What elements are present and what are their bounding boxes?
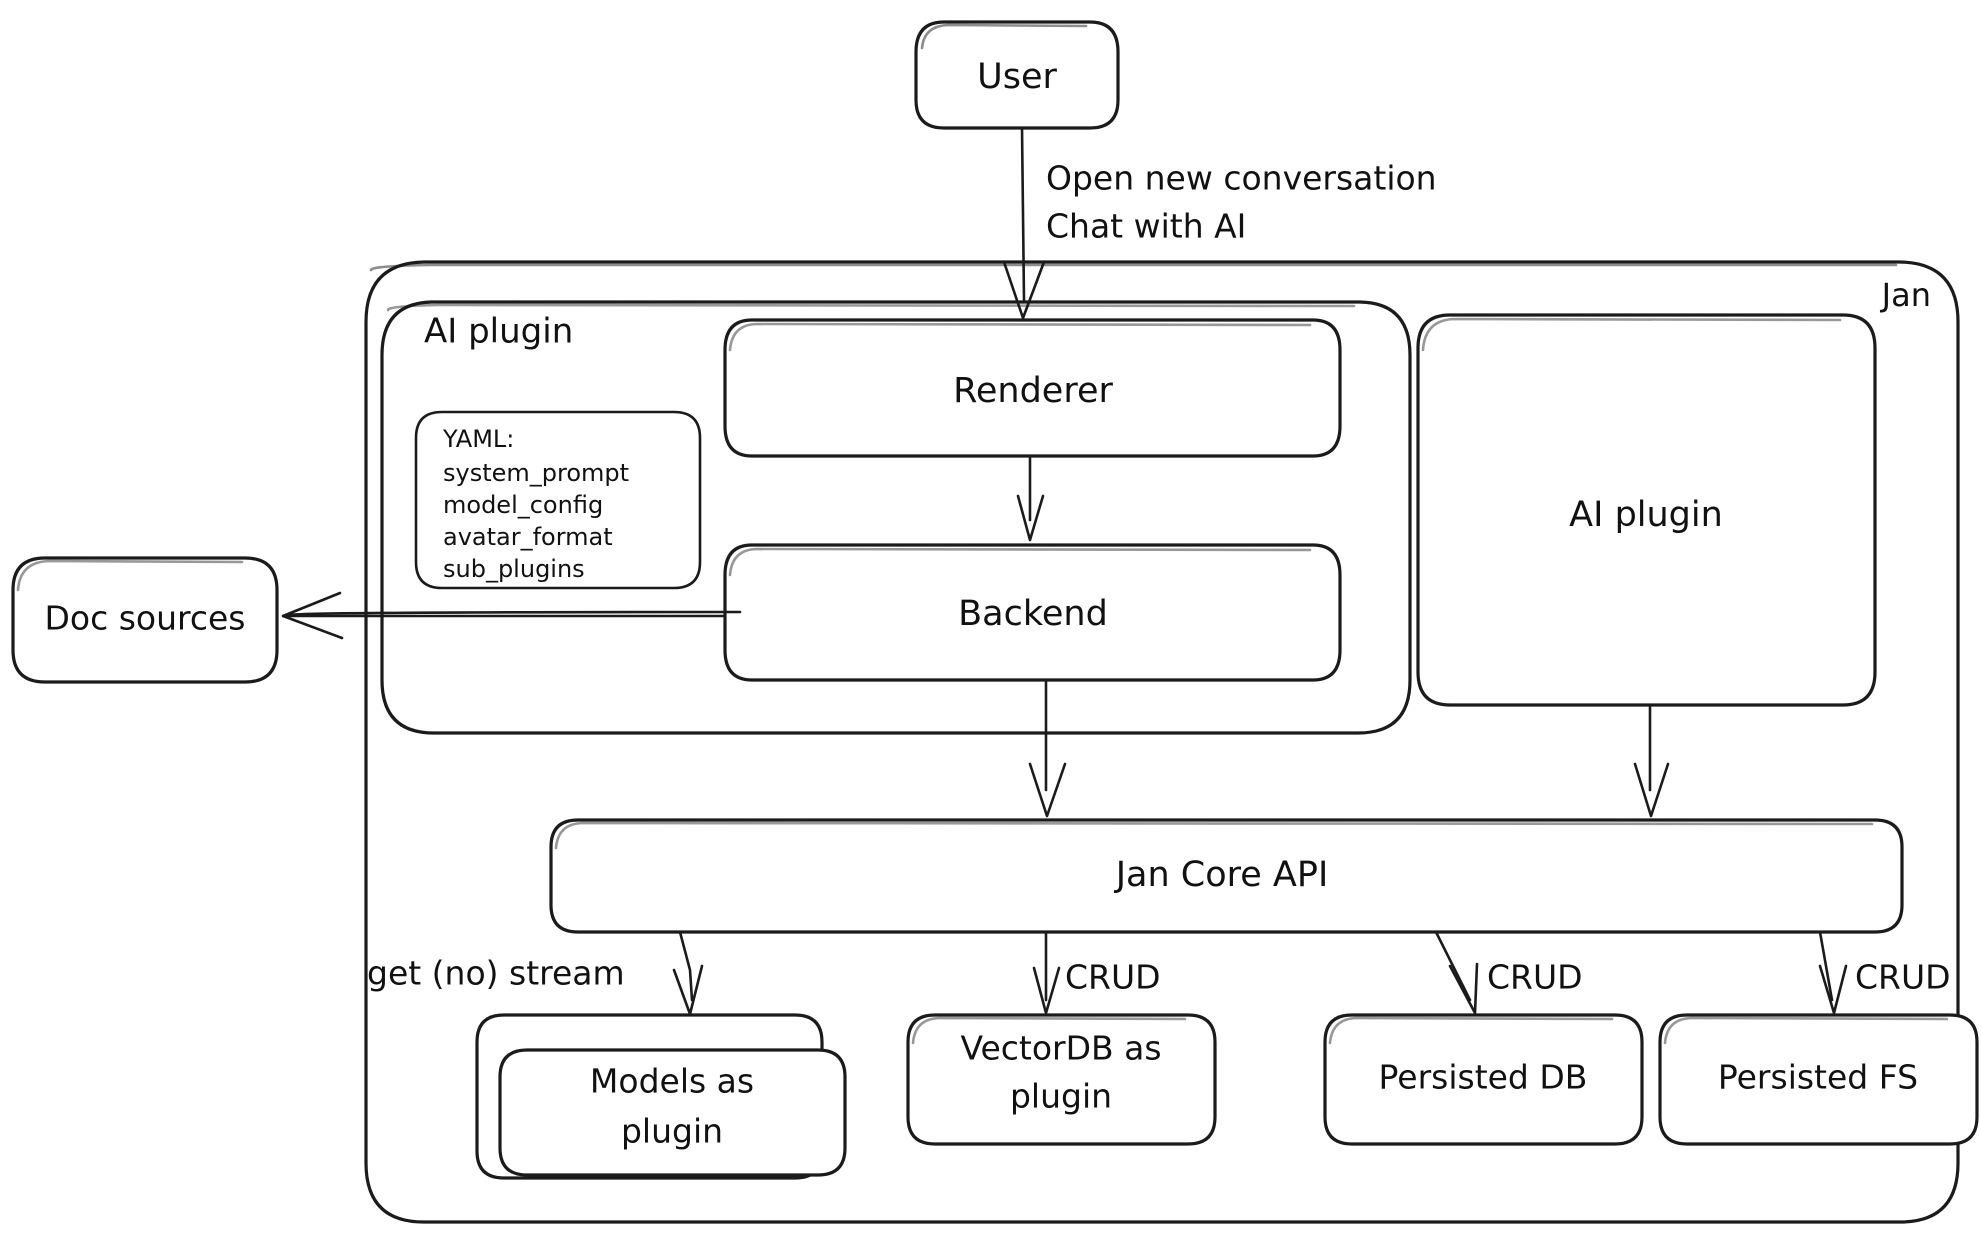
node-persisted-db-label: Persisted DB: [1379, 1058, 1588, 1097]
yaml-header: YAML:: [442, 425, 514, 453]
yaml-key-sub-plugins: sub_plugins: [443, 555, 585, 583]
node-jan-core-api-label: Jan Core API: [1114, 855, 1329, 895]
edge-label-chat-with-ai: Chat with AI: [1046, 207, 1246, 246]
card-yaml: [414, 410, 702, 590]
container-ai-plugin-group[interactable]: [380, 300, 1412, 735]
node-user[interactable]: [914, 20, 1120, 130]
node-models-plugin-label-line1: Models as: [590, 1062, 754, 1101]
node-backend[interactable]: [723, 543, 1342, 682]
node-persisted-fs[interactable]: [1658, 1013, 1979, 1146]
edge-core-api-to-persisted-db: [1434, 930, 1479, 1015]
node-ai-plugin-right-label: AI plugin: [1569, 495, 1723, 535]
container-ai-plugin-group-label: AI plugin: [424, 312, 573, 352]
node-renderer-label: Renderer: [953, 371, 1113, 411]
edge-label-crud-persisted-fs: CRUD: [1855, 958, 1951, 997]
edge-label-open-new-conversation: Open new conversation: [1046, 159, 1437, 198]
node-persisted-fs-label: Persisted FS: [1718, 1058, 1918, 1097]
edge-core-api-to-persisted-fs: [1818, 930, 1848, 1015]
edge-label-crud-persisted-db: CRUD: [1487, 958, 1583, 997]
node-vectordb-plugin[interactable]: [906, 1013, 1217, 1146]
edge-ai-plugin-to-core-api: [1633, 703, 1670, 818]
node-persisted-db[interactable]: [1323, 1013, 1644, 1146]
node-vectordb-plugin-label-line2: plugin: [1010, 1077, 1112, 1116]
yaml-key-system-prompt: system_prompt: [443, 459, 629, 487]
edge-label-get-no-stream: get (no) stream: [367, 954, 625, 993]
node-models-plugin[interactable]: [475, 1013, 847, 1180]
node-ai-plugin-right[interactable]: [1416, 313, 1877, 707]
edge-user-to-renderer: [1002, 126, 1046, 320]
node-doc-sources[interactable]: [11, 556, 279, 684]
edge-backend-to-doc-sources: [281, 591, 742, 640]
edge-backend-to-core-api: [1028, 678, 1067, 818]
edge-label-crud-vectordb: CRUD: [1065, 958, 1161, 997]
edge-core-api-to-vectordb: [1032, 930, 1061, 1015]
node-backend-label: Backend: [958, 594, 1108, 634]
edge-renderer-to-backend: [1016, 454, 1045, 542]
node-models-plugin-label-line2: plugin: [621, 1112, 723, 1151]
container-jan[interactable]: [364, 260, 1960, 1224]
node-user-label: User: [977, 57, 1057, 97]
node-jan-core-api[interactable]: [549, 818, 1904, 934]
container-jan-label: Jan: [1880, 276, 1931, 314]
node-vectordb-plugin-label-line1: VectorDB as: [960, 1029, 1161, 1068]
yaml-key-model-config: model_config: [443, 491, 603, 519]
node-doc-sources-label: Doc sources: [44, 599, 245, 638]
yaml-key-avatar-format: avatar_format: [443, 523, 613, 551]
edge-core-api-to-models: [672, 930, 704, 1016]
node-renderer[interactable]: [723, 318, 1342, 458]
